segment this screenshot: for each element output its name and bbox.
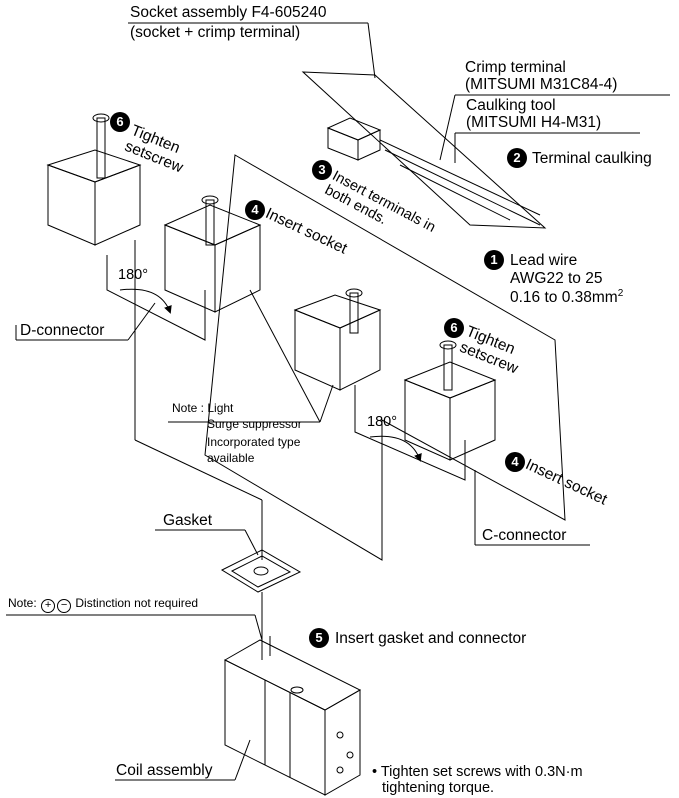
caulking-tool-label: Caulking tool xyxy=(466,97,556,114)
step-4-badge-top: 4 xyxy=(245,200,265,220)
step-1-badge: 1 xyxy=(484,250,504,270)
d-connector-label: D-connector xyxy=(20,322,105,339)
step-3-badge: 3 xyxy=(312,160,332,180)
socket-plane xyxy=(301,71,547,229)
crimp-terminal-part-label: (MITSUMI M31C84-4) xyxy=(465,76,618,93)
c-connector-cube xyxy=(403,340,497,461)
insert-gasket-label: Insert gasket and connector xyxy=(335,630,527,647)
note-pm-text: Distinction not required xyxy=(75,596,199,610)
note-light-label: Note : Light xyxy=(172,401,234,415)
coil-assembly-label: Coil assembly xyxy=(116,762,213,779)
torque-note-line-2: tightening torque. xyxy=(382,780,495,796)
note-available-label: available xyxy=(207,451,255,465)
step-2-badge: 2 xyxy=(507,148,527,168)
step-6-badge-right: 6 xyxy=(444,318,464,338)
caulking-tool-part-label: (MITSUMI H4-M31) xyxy=(466,114,602,131)
socket-with-terminals xyxy=(326,117,541,226)
mm2-label: 0.16 to 0.38mm2 xyxy=(510,288,623,307)
note-pm-prefix: Note: xyxy=(8,596,37,610)
mm2-superscript: 2 xyxy=(617,288,624,299)
note-incorporated-label: Incorporated type xyxy=(207,435,301,449)
gasket-label: Gasket xyxy=(163,512,213,529)
socket-assembly-sub-label: (socket + crimp terminal) xyxy=(130,24,301,41)
terminal-caulking-label: Terminal caulking xyxy=(532,150,652,167)
d-connector-cube xyxy=(46,113,142,246)
d-connector-bracket xyxy=(106,255,206,341)
c-connector-bracket xyxy=(354,385,466,481)
step-4-badge-bottom: 4 xyxy=(505,452,525,472)
plus-circle-icon: + xyxy=(41,599,56,613)
note-light: Light xyxy=(207,401,234,415)
socket-cube-2 xyxy=(293,288,382,391)
step-6-badge-left: 6 xyxy=(110,112,130,132)
note-polarity-label: Note: +− Distinction not required xyxy=(8,596,199,613)
c-connector-label: C-connector xyxy=(482,527,567,544)
note-prefix: Note : xyxy=(172,401,205,415)
connector-plane xyxy=(204,154,566,561)
mm2-value: 0.16 to 0.38mm xyxy=(510,289,618,307)
lead-wire-label: Lead wire xyxy=(510,252,578,269)
socket-assembly-label: Socket assembly F4-605240 xyxy=(130,4,327,21)
angle-label-right: 180° xyxy=(367,414,397,430)
angle-label-left: 180° xyxy=(118,267,148,283)
crimp-terminal-label: Crimp terminal xyxy=(465,59,566,76)
coil-assembly-body xyxy=(223,636,362,796)
awg-label: AWG22 to 25 xyxy=(510,270,603,287)
note-surge-label: Surge suppressor xyxy=(207,417,302,431)
torque-note-line-1: • Tighten set screws with 0.3N·m xyxy=(372,764,583,780)
step-5-badge: 5 xyxy=(309,628,329,648)
gasket xyxy=(220,549,302,593)
minus-circle-icon: − xyxy=(57,599,72,613)
socket-cube-1 xyxy=(163,195,262,313)
